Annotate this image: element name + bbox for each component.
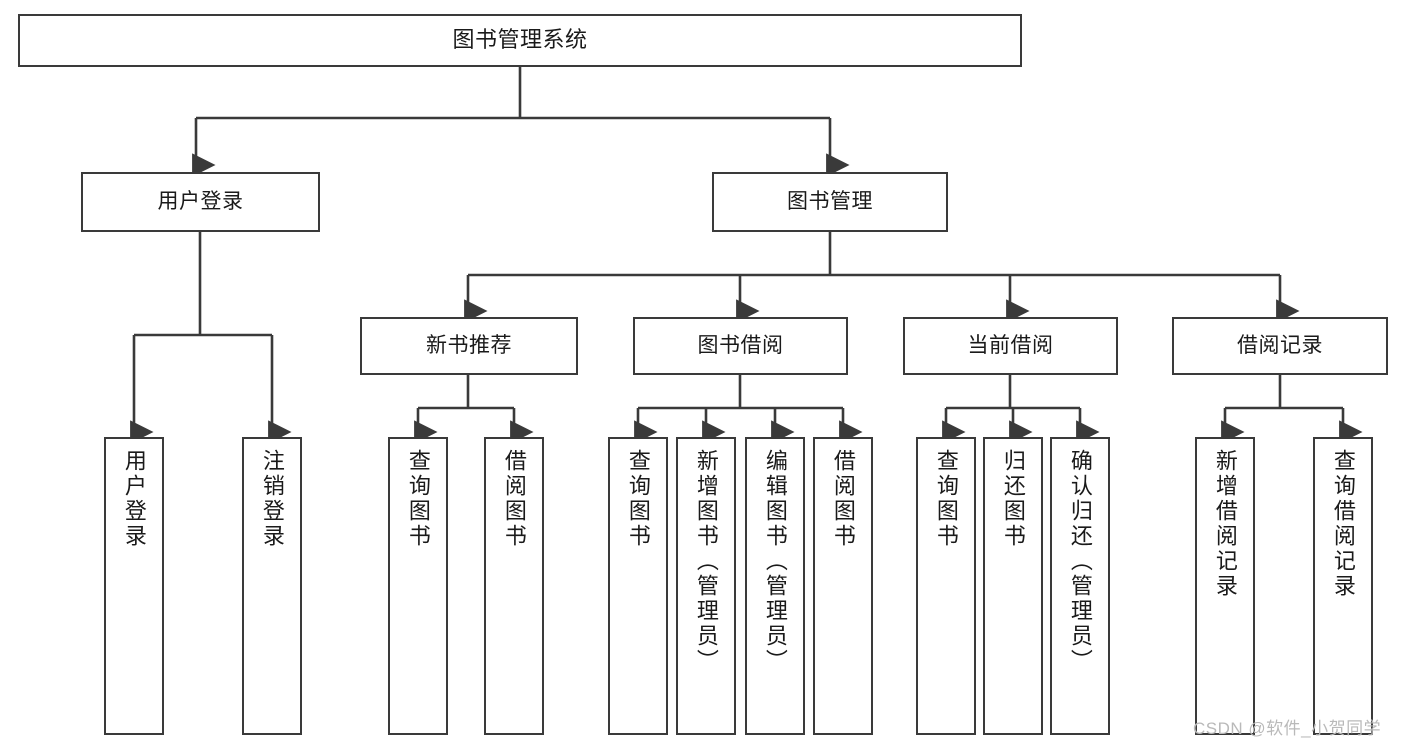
csdn-watermark: CSDN @软件_小贺同学 [1193, 719, 1382, 738]
node-user-login[interactable]: 用户登录 [81, 172, 320, 232]
node-label: 当前借阅 [967, 334, 1054, 358]
leaf-user-login-login[interactable]: 用户登录 [104, 437, 164, 735]
node-root-system[interactable]: 图书管理系统 [18, 14, 1022, 67]
node-label: 查询图书 [933, 449, 959, 549]
leaf-current-query-book[interactable]: 查询图书 [916, 437, 976, 735]
leaf-borrow-add-book-admin[interactable]: 新增图书（管理员） [676, 437, 736, 735]
node-label: 图书管理 [787, 190, 873, 214]
leaf-current-confirm-return-admin[interactable]: 确认归还（管理员） [1050, 437, 1110, 735]
node-label: 注销登录 [259, 449, 285, 549]
node-label: 查询借阅记录 [1330, 449, 1356, 599]
node-borrow-record[interactable]: 借阅记录 [1172, 317, 1388, 375]
node-label: 用户登录 [157, 190, 244, 214]
leaf-record-query-record[interactable]: 查询借阅记录 [1313, 437, 1373, 735]
node-current-borrow[interactable]: 当前借阅 [903, 317, 1118, 375]
node-label: 借阅图书 [830, 449, 856, 549]
leaf-borrow-borrow-book[interactable]: 借阅图书 [813, 437, 873, 735]
leaf-recommend-query-book[interactable]: 查询图书 [388, 437, 448, 735]
node-book-borrow[interactable]: 图书借阅 [633, 317, 848, 375]
leaf-borrow-query-book[interactable]: 查询图书 [608, 437, 668, 735]
node-label: 归还图书 [1000, 449, 1026, 549]
node-new-book-recommend[interactable]: 新书推荐 [360, 317, 578, 375]
node-label: 查询图书 [625, 449, 651, 549]
node-label: 新增图书（管理员） [693, 449, 719, 674]
node-label: 新增借阅记录 [1212, 449, 1238, 599]
leaf-user-login-logout[interactable]: 注销登录 [242, 437, 302, 735]
node-label: 查询图书 [405, 449, 431, 549]
node-label: 图书管理系统 [452, 27, 588, 53]
node-label: 图书借阅 [697, 334, 784, 358]
leaf-borrow-edit-book-admin[interactable]: 编辑图书（管理员） [745, 437, 805, 735]
node-label: 用户登录 [121, 449, 147, 549]
node-label: 借阅记录 [1237, 334, 1323, 358]
node-book-management[interactable]: 图书管理 [712, 172, 948, 232]
leaf-record-add-record[interactable]: 新增借阅记录 [1195, 437, 1255, 735]
node-label: 新书推荐 [426, 334, 512, 358]
node-label: 借阅图书 [501, 449, 527, 549]
leaf-current-return-book[interactable]: 归还图书 [983, 437, 1043, 735]
leaf-recommend-borrow-book[interactable]: 借阅图书 [484, 437, 544, 735]
node-label: 编辑图书（管理员） [762, 449, 788, 674]
node-label: 确认归还（管理员） [1067, 449, 1093, 674]
